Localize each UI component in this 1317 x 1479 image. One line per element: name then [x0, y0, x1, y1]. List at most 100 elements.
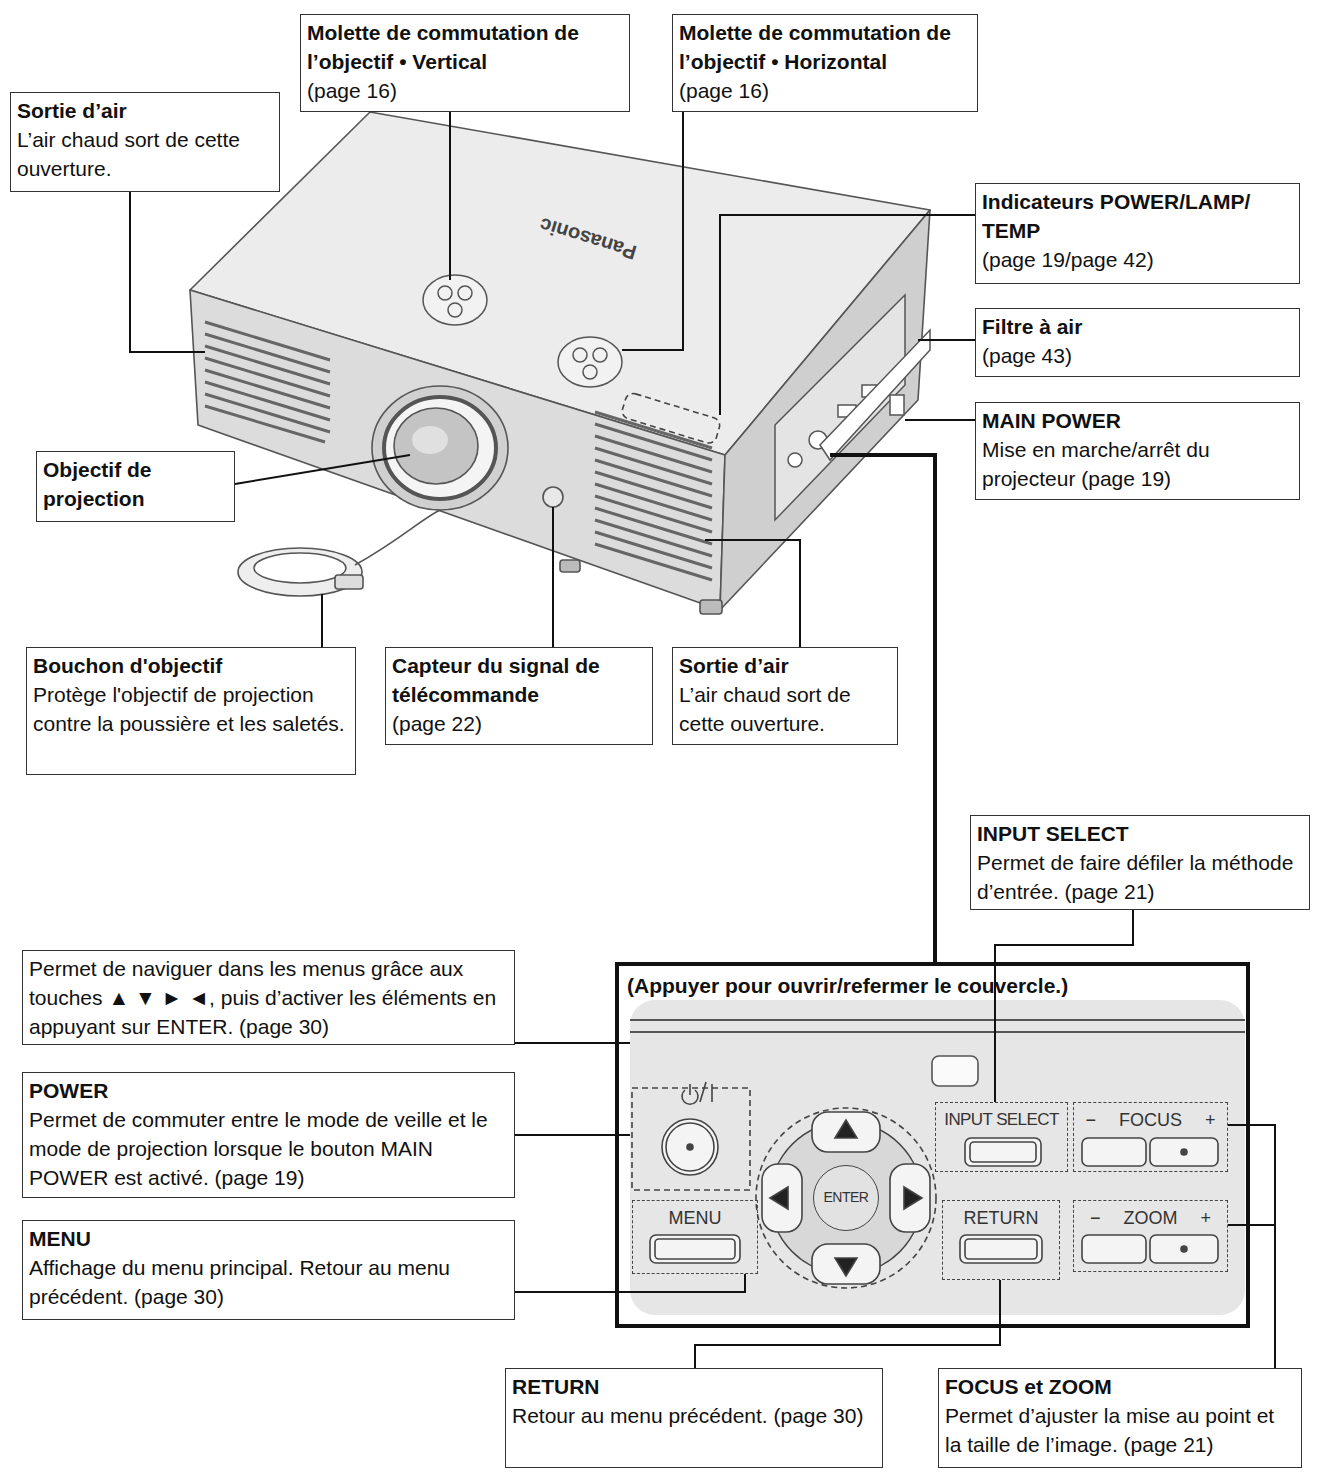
- callout-heading: Capteur du signal de télécommande: [392, 651, 646, 709]
- callout-text: L’air chaud sort de cette ouverture.: [679, 680, 891, 738]
- callout-box: INPUT SELECTPermet de faire défiler la m…: [970, 815, 1310, 910]
- lens-cap: [238, 510, 440, 596]
- callout-text: (page 19/page 42): [982, 245, 1293, 274]
- menu-button: [655, 1239, 735, 1259]
- callout-text: INPUT SELECT: [936, 1109, 1067, 1131]
- leader-connector: [695, 1280, 1000, 1368]
- callout-box: MAIN POWERMise en marche/arrêt du projec…: [975, 402, 1300, 500]
- lens-cap: [254, 553, 346, 583]
- callout-box: Indicateurs POWER/LAMP/ TEMP(page 19/pag…: [975, 183, 1300, 284]
- panel-button: [1082, 1138, 1146, 1166]
- projector-body: [190, 112, 930, 614]
- direction-pad: [812, 1112, 880, 1152]
- power-button: [689, 1084, 691, 1095]
- panel-button: [1150, 1138, 1218, 1166]
- callout-text: L’air chaud sort de cette ouverture.: [17, 125, 273, 183]
- callout-box: POWERPermet de commuter entre le mode de…: [22, 1072, 515, 1198]
- leader-connector: [1228, 1225, 1275, 1368]
- callout-heading: FOCUS et ZOOM: [945, 1372, 1295, 1401]
- remote-sensor: [543, 487, 563, 507]
- leader-connector: [1228, 1125, 1275, 1368]
- callout-box: Objectif de projection: [36, 451, 235, 522]
- callout-text: (page 22): [392, 709, 646, 738]
- callout-text: Protège l'objectif de projection contre …: [33, 680, 349, 738]
- side-control-panel: [775, 295, 905, 520]
- callout-heading: MAIN POWER: [982, 406, 1293, 435]
- callout-text: − FOCUS +: [1074, 1109, 1227, 1131]
- callout-heading: MENU: [29, 1224, 508, 1253]
- callout-heading: Objectif de projection: [43, 455, 228, 513]
- lens-shift-dial: [423, 275, 622, 387]
- callout-heading: INPUT SELECT: [977, 819, 1303, 848]
- leader-line: [449, 112, 451, 280]
- callout-box: Sortie d’airL’air chaud sort de cette ou…: [672, 647, 898, 745]
- power-button: [711, 1084, 713, 1102]
- side-control-panel: [820, 330, 930, 460]
- menu-button: [650, 1235, 740, 1263]
- callout-box: Capteur du signal de télécommande(page 2…: [385, 647, 653, 745]
- direction-pad: [835, 1120, 857, 1138]
- projector-body: [190, 290, 725, 610]
- leader-line: [552, 507, 554, 647]
- leader-connector: [695, 1280, 1000, 1368]
- callout-heading: Molette de commutation de l’objectif • H…: [679, 18, 971, 76]
- control-panel-face: [630, 1019, 1245, 1021]
- callout-heading: Bouchon d'objectif: [33, 651, 349, 680]
- callout-text: Affichage du menu principal. Retour au m…: [29, 1253, 508, 1311]
- air-vent: [205, 322, 330, 442]
- callout-text: RETURN: [943, 1207, 1059, 1229]
- button-group: INPUT SELECT: [935, 1102, 1068, 1172]
- projection-lens: [372, 386, 508, 510]
- power-button: [662, 1119, 718, 1175]
- lens-cap: [355, 510, 440, 565]
- lens-cap: [238, 548, 362, 596]
- power-button: [687, 1144, 693, 1150]
- power-button: [632, 1088, 750, 1190]
- callout-text: MENU: [633, 1207, 757, 1229]
- panel-button: [960, 1235, 1042, 1263]
- button-group: RETURN: [942, 1200, 1060, 1280]
- direction-pad: [770, 1187, 788, 1209]
- control-panel-face: [630, 1031, 1245, 1033]
- control-panel-frame: (Appuyer pour ouvrir/refermer le couverc…: [615, 962, 1250, 1328]
- leader-line: [130, 192, 205, 352]
- leader-connector: [995, 910, 1133, 1102]
- callout-heading: Filtre à air: [982, 312, 1293, 341]
- lens-shift-dial: [573, 348, 587, 362]
- callout-text: (page 43): [982, 341, 1293, 370]
- leader-line: [235, 455, 410, 484]
- leader-line: [705, 540, 800, 647]
- menu-button: [650, 1235, 740, 1263]
- control-panel-face: [630, 1000, 1245, 1315]
- button-group: − ZOOM +: [1073, 1200, 1228, 1272]
- callout-text: − ZOOM +: [1074, 1207, 1227, 1229]
- projector-body: [700, 600, 722, 614]
- callout-heading: RETURN: [512, 1372, 876, 1401]
- lens-shift-dial: [593, 348, 607, 362]
- leader-connector: [515, 1274, 745, 1292]
- lens-shift-dial: [458, 286, 472, 300]
- panel-button: [970, 1142, 1036, 1162]
- callout-text: Permet de commuter entre le mode de veil…: [29, 1105, 508, 1192]
- projection-lens: [394, 408, 478, 484]
- direction-pad: [762, 1164, 802, 1232]
- callout-text: ENTER: [814, 1166, 878, 1229]
- callout-box: Sortie d’airL’air chaud sort de cette ou…: [10, 92, 280, 192]
- callout-heading: Sortie d’air: [17, 96, 273, 125]
- lens-shift-dial: [448, 303, 462, 317]
- callout-heading: Sortie d’air: [679, 651, 891, 680]
- leader-line: [622, 112, 683, 350]
- power-button: [666, 1123, 714, 1171]
- projection-lens: [412, 426, 448, 454]
- side-control-panel: [775, 295, 930, 520]
- panel-button: [1082, 1235, 1146, 1263]
- leader-line: [905, 419, 975, 421]
- indicator-outline: [620, 392, 721, 446]
- lens-shift-dial: [438, 286, 452, 300]
- callout-text: (page 16): [679, 76, 971, 105]
- panel-button: [1181, 1246, 1187, 1252]
- projector-body: [560, 560, 580, 572]
- button-group: − FOCUS +: [1073, 1102, 1228, 1172]
- callout-box: Filtre à air(page 43): [975, 308, 1300, 377]
